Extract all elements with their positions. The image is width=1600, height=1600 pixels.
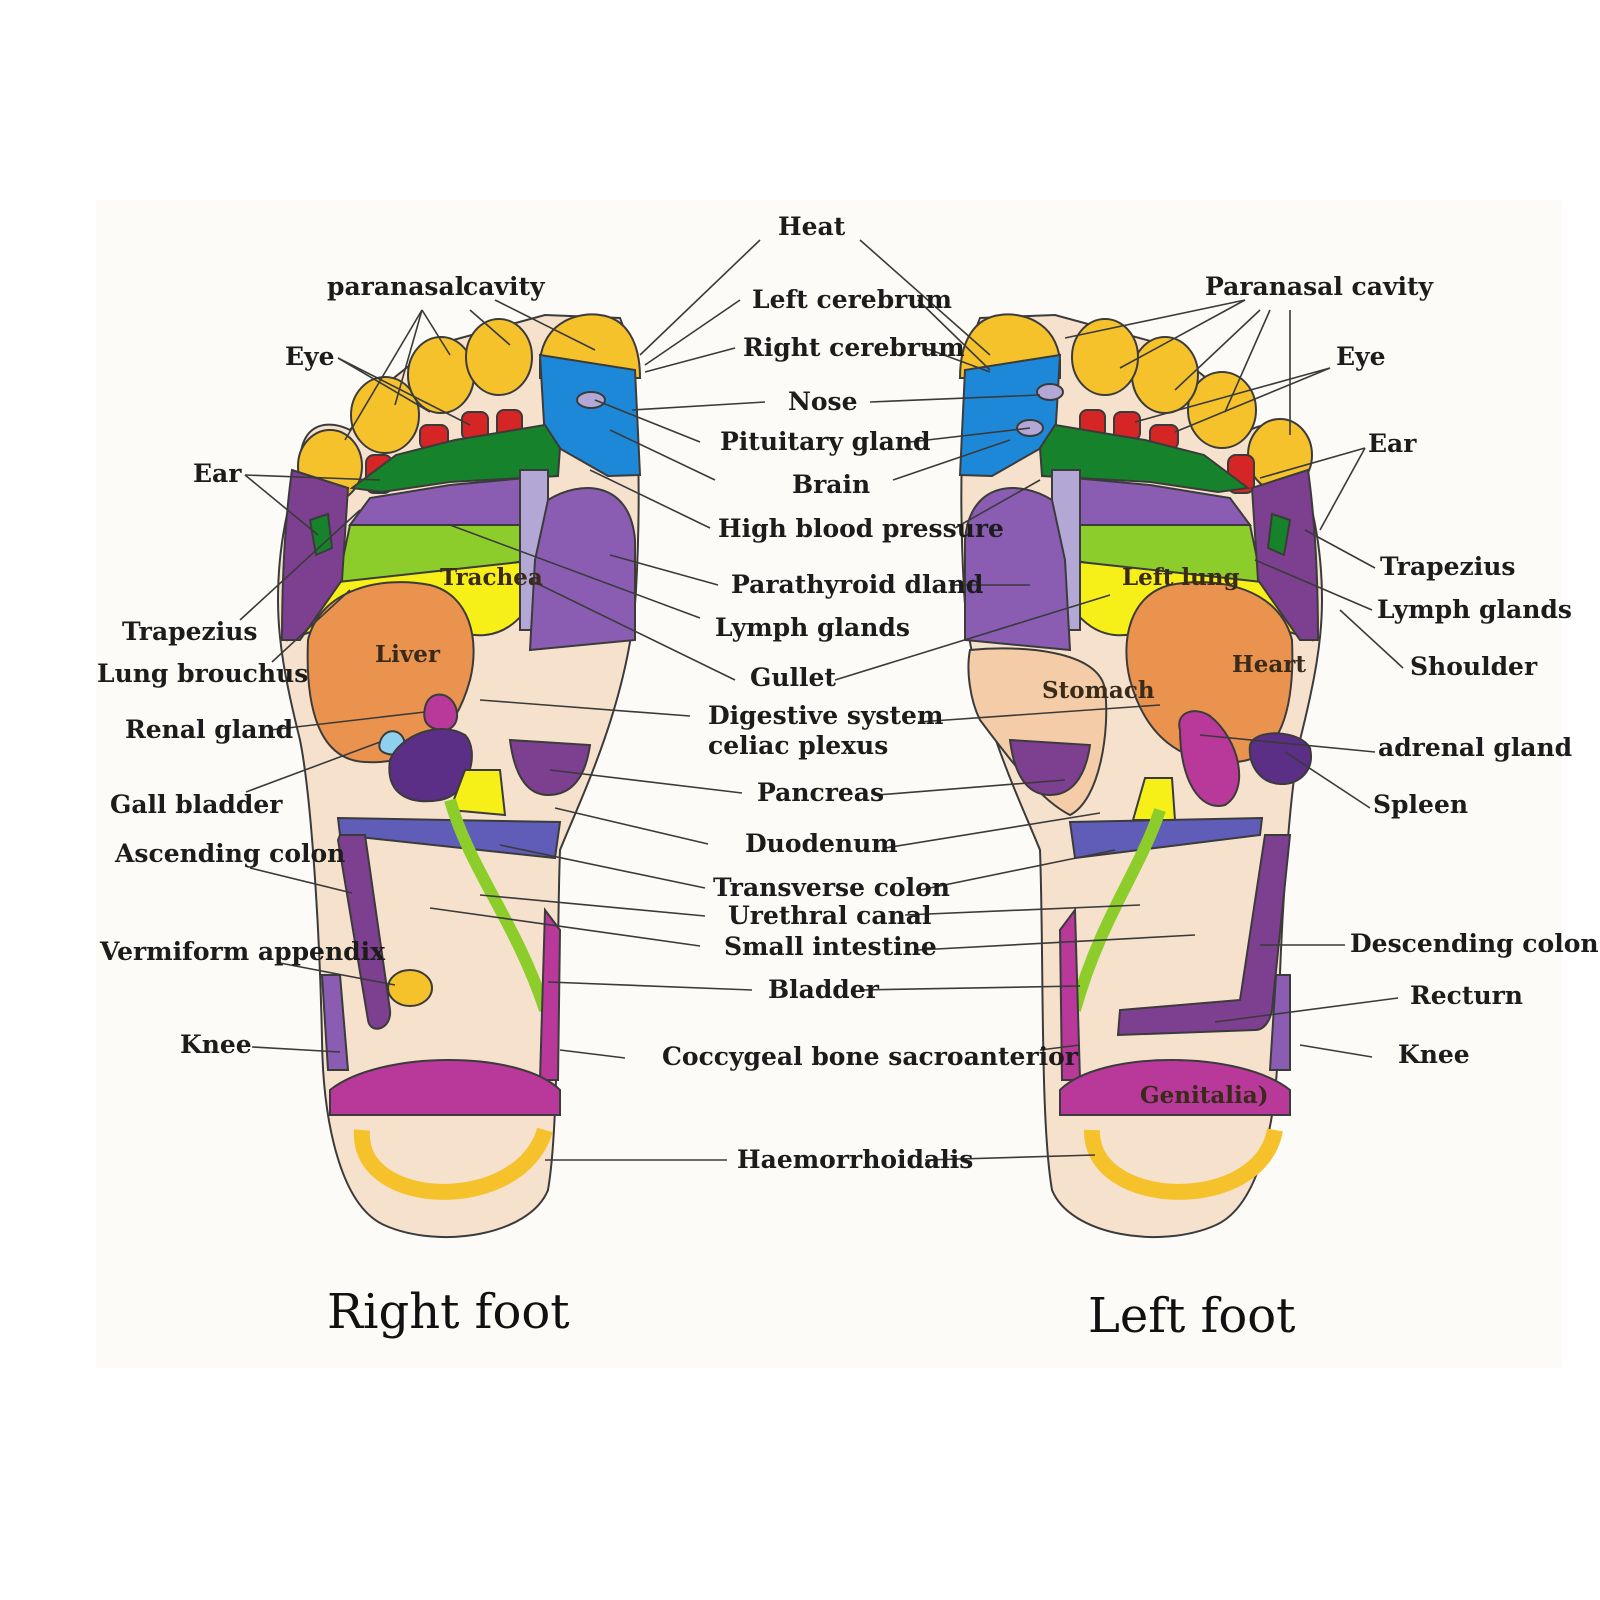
- label-right-eye: Eye: [285, 342, 335, 371]
- label-bladder: Bladder: [768, 975, 880, 1004]
- label-left-knee: Knee: [1398, 1040, 1470, 1069]
- label-left-lymph-glands: Lymph glands: [1377, 595, 1572, 624]
- label-left-ear: Ear: [1368, 429, 1417, 458]
- right-dark-green-band: [349, 423, 562, 494]
- right-pituitary-spot: [576, 391, 606, 409]
- label-left-descending-colon: Descending colon: [1350, 929, 1599, 958]
- left-genital-band: [1059, 1059, 1291, 1116]
- right-toe-4: [350, 376, 420, 454]
- label-left-cerebrum: Left cerebrum: [752, 285, 952, 314]
- label-lymph-glands: Lymph glands: [715, 613, 910, 642]
- right-renal-gland: [423, 693, 458, 732]
- label-left-adrenal-gland: adrenal gland: [1378, 733, 1572, 762]
- right-foot-labels: paranasal cavity Eye Ear Trapezius Lung …: [97, 272, 546, 1059]
- left-dark-green-band: [1038, 423, 1251, 494]
- label-parathyroid: Parathyroid dland: [731, 570, 983, 599]
- left-nose-spot: [1036, 383, 1064, 401]
- label-left-genitalia: Genitalia): [1140, 1082, 1269, 1109]
- label-left-lung: Left lung: [1122, 564, 1240, 591]
- label-left-shoulder: Shoulder: [1410, 652, 1538, 681]
- label-right-gall-bladder: Gall bladder: [110, 790, 283, 819]
- label-left-stomach: Stomach: [1042, 677, 1155, 704]
- leader-lines: [239, 239, 1404, 1161]
- center-labels: Heat Left cerebrum Right cerebrum Nose P…: [662, 212, 1079, 1174]
- label-celiac-plexus: celiac plexus: [708, 731, 888, 760]
- label-haemorrhoidalis: Haemorrhoidalis: [737, 1145, 973, 1174]
- right-toe-2: [465, 318, 533, 396]
- left-foot-labels: Paranasal cavity Eye Ear Trapezius Lymph…: [1042, 272, 1599, 1109]
- label-right-cerebrum: Right cerebrum: [743, 333, 965, 362]
- right-ascending-colon: [336, 834, 392, 1030]
- right-foot: [276, 313, 642, 1239]
- label-right-trapezius: Trapezius: [122, 617, 258, 646]
- label-coccygeal: Coccygeal bone sacroanterior: [662, 1042, 1079, 1071]
- left-trapezius-spot: [1266, 512, 1292, 557]
- left-foot: [958, 313, 1324, 1239]
- label-urethral-canal: Urethral canal: [728, 901, 931, 930]
- label-heat: Heat: [778, 212, 846, 241]
- right-bladder-zone: [538, 907, 562, 1081]
- label-high-blood-pressure: High blood pressure: [718, 514, 1004, 543]
- left-pancreas: [1008, 738, 1092, 797]
- left-haemorrhoid-arch: [1083, 1128, 1283, 1200]
- right-toe-3: [407, 336, 475, 414]
- label-left-trapezius: Trapezius: [1380, 552, 1516, 581]
- right-transverse-colon: [336, 816, 562, 860]
- right-trapezius-spot: [308, 512, 334, 557]
- right-knee-zone: [320, 974, 350, 1071]
- left-adrenal-gland: [1178, 710, 1241, 807]
- label-brain: Brain: [792, 470, 870, 499]
- label-left-eye: Eye: [1336, 342, 1386, 371]
- label-right-renal-gland: Renal gland: [125, 715, 293, 744]
- title-left-foot: Left foot: [1088, 1288, 1295, 1344]
- left-toe-3: [1131, 336, 1199, 414]
- label-right-trachea: Trachea: [440, 564, 543, 591]
- label-right-lung-brouchus: Lung brouchus: [97, 659, 308, 688]
- label-left-rectum: Recturn: [1410, 981, 1523, 1010]
- right-yellow-small: [448, 769, 507, 817]
- label-pituitary: Pituitary gland: [720, 427, 931, 456]
- label-pancreas: Pancreas: [757, 778, 884, 807]
- left-descending-colon: [1116, 834, 1292, 1037]
- label-nose: Nose: [788, 387, 858, 416]
- label-gullet: Gullet: [750, 663, 836, 692]
- left-spleen: [1248, 732, 1312, 786]
- left-knee-zone: [1268, 974, 1291, 1071]
- left-parathyroid-zone: [964, 487, 1072, 652]
- label-right-knee: Knee: [180, 1030, 252, 1059]
- left-bladder-zone: [1058, 907, 1082, 1081]
- right-pancreas: [508, 738, 592, 797]
- label-right-paranasal: paranasal: [327, 272, 464, 301]
- label-left-spleen: Spleen: [1373, 790, 1468, 819]
- right-parathyroid-zone: [528, 487, 636, 652]
- label-right-ascending-colon: Ascending colon: [114, 839, 345, 868]
- right-haemorrhoid-arch: [353, 1127, 553, 1200]
- label-right-liver: Liver: [375, 641, 441, 668]
- label-duodenum: Duodenum: [745, 829, 898, 858]
- label-small-intestine: Small intestine: [724, 932, 937, 961]
- label-right-appendix: Vermiform appendix: [99, 937, 386, 966]
- left-toe-2: [1071, 318, 1139, 396]
- right-genital-band: [329, 1059, 561, 1116]
- left-toe-4: [1187, 371, 1257, 449]
- label-right-cavity: cavity: [463, 272, 546, 301]
- left-ureter: [1069, 808, 1166, 1012]
- right-ureter: [444, 798, 551, 1012]
- label-left-heart: Heart: [1232, 651, 1306, 678]
- label-right-ear: Ear: [193, 459, 242, 488]
- right-appendix: [387, 969, 433, 1007]
- label-transverse-colon: Transverse colon: [713, 873, 950, 902]
- label-digestive-system: Digestive system: [708, 701, 943, 730]
- title-right-foot: Right foot: [327, 1284, 570, 1340]
- label-left-paranasal: Paranasal cavity: [1205, 272, 1435, 301]
